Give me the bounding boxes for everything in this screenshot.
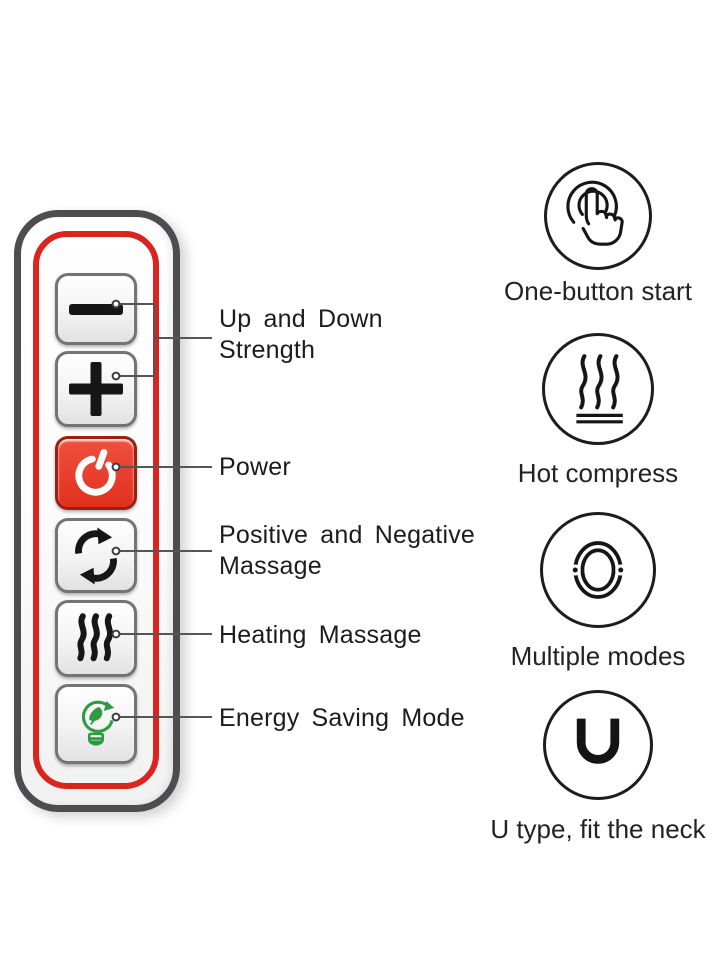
heat-waves-icon (77, 612, 114, 661)
strength-minus-button (55, 273, 137, 345)
remote-control (14, 210, 180, 812)
hot-compress-icon (542, 333, 654, 445)
plus-icon (69, 362, 123, 416)
feature-label: Multiple modes (510, 641, 686, 671)
feature-label: One-button start (504, 276, 692, 306)
energy-saving-button (55, 684, 137, 764)
feature-multiple-modes: Multiple modes (478, 512, 718, 671)
feature-one-button-start: One-button start (478, 162, 718, 306)
multiple-modes-icon (540, 512, 656, 628)
eco-leaf-bulb-icon (81, 700, 115, 746)
remote-red-outline (33, 231, 159, 789)
one-button-start-icon (544, 162, 652, 270)
callout-label-heating-massage: Heating Massage (219, 621, 422, 649)
callout-label-energy-saving-mode: Energy Saving Mode (219, 704, 465, 732)
callout-label-power: Power (219, 453, 291, 481)
feature-label: U type, fit the neck (490, 814, 706, 844)
feature-u-type: U type, fit the neck (478, 690, 718, 844)
minus-icon (69, 303, 123, 315)
power-icon (75, 448, 116, 496)
positive-negative-button (55, 518, 137, 593)
feature-label: Hot compress (517, 458, 679, 488)
heating-massage-button (55, 600, 137, 677)
feature-hot-compress: Hot compress (478, 333, 718, 488)
power-button (55, 436, 137, 510)
rotate-arrows-icon (75, 526, 127, 587)
u-type-icon (543, 690, 653, 800)
strength-plus-button (55, 351, 137, 427)
